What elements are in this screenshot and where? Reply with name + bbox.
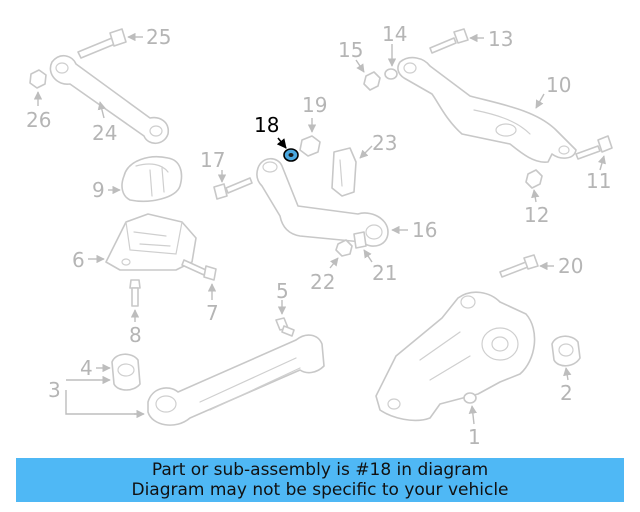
callout-6: 6 bbox=[72, 248, 85, 272]
nut-19 bbox=[299, 118, 321, 157]
callout-7: 7 bbox=[206, 301, 219, 325]
banner-line-2: Diagram may not be specific to your vehi… bbox=[131, 480, 509, 500]
info-banner: Part or sub-assembly is #18 in diagram D… bbox=[16, 458, 624, 502]
bushing-4 bbox=[96, 353, 141, 391]
trailing-arm-3 bbox=[65, 334, 325, 426]
bolt-25 bbox=[77, 28, 143, 59]
washer-21 bbox=[353, 231, 373, 263]
control-arm-16 bbox=[256, 157, 408, 247]
callout-21: 21 bbox=[372, 261, 397, 285]
callout-9: 9 bbox=[92, 178, 105, 202]
bolt-20 bbox=[499, 254, 554, 278]
bolt-7 bbox=[181, 259, 217, 300]
banner-line-1: Part or sub-assembly is #18 in diagram bbox=[151, 460, 489, 480]
bolt-5 bbox=[275, 300, 295, 337]
bolt-8 bbox=[129, 279, 141, 322]
callout-14: 14 bbox=[382, 22, 407, 46]
lower-arm-10 bbox=[397, 56, 577, 163]
callout-19: 19 bbox=[302, 93, 327, 117]
bushing-2 bbox=[551, 335, 581, 381]
bolt-13 bbox=[429, 28, 484, 54]
lateral-link-24 bbox=[49, 55, 170, 145]
callout-18: 18 bbox=[254, 113, 279, 137]
bolt-17 bbox=[213, 170, 253, 200]
nut-26 bbox=[29, 69, 47, 106]
callout-4: 4 bbox=[80, 356, 93, 380]
callout-25: 25 bbox=[146, 25, 171, 49]
callout-2: 2 bbox=[560, 381, 573, 405]
nut-15 bbox=[355, 59, 381, 91]
callout-1: 1 bbox=[468, 425, 481, 449]
callout-20: 20 bbox=[558, 254, 583, 278]
washer-18 bbox=[276, 137, 299, 162]
callout-23: 23 bbox=[372, 131, 397, 155]
parts-diagram: 25 26 24 9 6 8 7 17 18 19 23 16 22 21 15… bbox=[26, 22, 613, 449]
callout-24: 24 bbox=[92, 121, 117, 145]
callout-13: 13 bbox=[488, 27, 513, 51]
callout-10: 10 bbox=[546, 73, 571, 97]
callout-17: 17 bbox=[200, 148, 225, 172]
bumper-9 bbox=[108, 156, 183, 202]
callout-11: 11 bbox=[586, 169, 611, 193]
callout-22: 22 bbox=[310, 270, 335, 294]
callout-12: 12 bbox=[524, 203, 549, 227]
callout-3: 3 bbox=[48, 378, 61, 402]
nut-12 bbox=[525, 169, 543, 203]
nut-22 bbox=[329, 239, 353, 269]
callout-16: 16 bbox=[412, 218, 437, 242]
bolt-11 bbox=[575, 135, 613, 171]
callout-8: 8 bbox=[129, 323, 142, 347]
bracket-23 bbox=[331, 145, 373, 197]
callout-15: 15 bbox=[338, 38, 363, 62]
washer-14 bbox=[384, 44, 398, 80]
callout-5: 5 bbox=[276, 279, 289, 303]
knuckle-1 bbox=[375, 291, 536, 425]
bracket-6 bbox=[88, 213, 197, 271]
callout-26: 26 bbox=[26, 108, 51, 132]
